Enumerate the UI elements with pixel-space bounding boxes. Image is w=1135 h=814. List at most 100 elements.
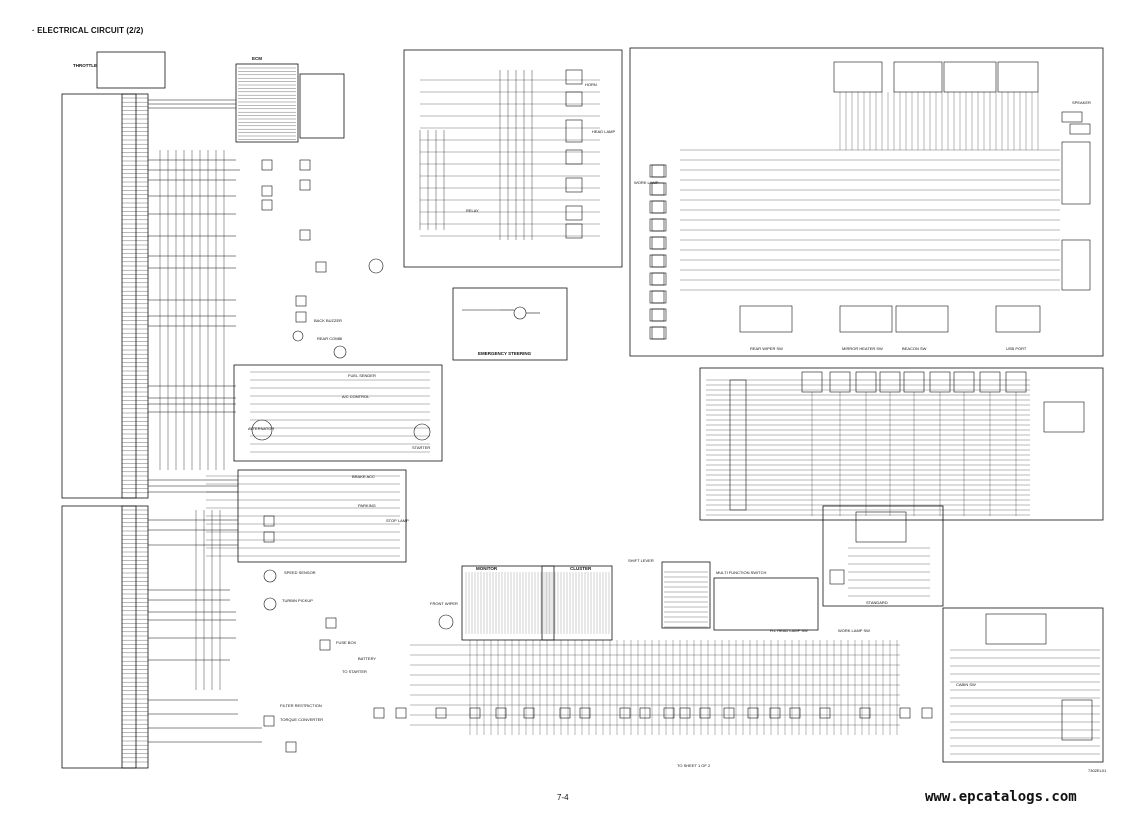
connector (997, 61, 1039, 93)
connector (1043, 401, 1085, 433)
monitor-label: MONITOR (476, 566, 498, 571)
torque-converter-label: TORQUE CONVERTER (280, 717, 323, 722)
switch-symbol (929, 371, 951, 393)
rear-combi-label: REAR COMBI (317, 336, 342, 341)
connector (699, 707, 711, 719)
connector (995, 305, 1041, 333)
horn-symbol (565, 69, 583, 85)
connector (319, 639, 331, 651)
connector (921, 707, 933, 719)
connector (639, 707, 651, 719)
switch-symbol (739, 305, 793, 333)
work-lamp-sw-label: WORK LAMP SW (838, 628, 870, 633)
sensor-symbol (263, 597, 277, 611)
connector (373, 707, 385, 719)
connector (285, 741, 297, 753)
head-lamp-sw-label: H.L HEAD LAMP SW (770, 628, 808, 633)
horn-label: HORN (585, 82, 597, 87)
switch-symbol (651, 236, 667, 250)
connector (769, 707, 781, 719)
to-starter-label: TO STARTER (342, 669, 367, 674)
starter-symbol (413, 423, 431, 441)
connector (559, 707, 571, 719)
connector (469, 707, 481, 719)
battery-label: BATTERY (358, 656, 376, 661)
connector (855, 511, 907, 543)
ac-control-label: A/C CONTROL (342, 394, 370, 399)
connector (985, 613, 1047, 645)
switch-symbol (903, 371, 925, 393)
emergency-steering-label: EMERGENCY STEERING (478, 351, 532, 356)
solenoid-symbol (368, 258, 384, 274)
connector (261, 199, 273, 211)
alternator-label: ALTERNATOR (248, 426, 274, 431)
connector (789, 707, 801, 719)
switch-symbol (651, 200, 667, 214)
switch-symbol (801, 371, 823, 393)
valve-symbol (565, 223, 583, 239)
head-lamp-label: HEAD LAMP (592, 129, 615, 134)
switch-symbol (651, 218, 667, 232)
switch-symbol (953, 371, 975, 393)
connector (729, 379, 747, 511)
doc-id: 7302EL01 (1088, 768, 1107, 773)
throttle-label: THROTTLE (73, 63, 97, 68)
connector (295, 311, 307, 323)
switch-symbol (651, 182, 667, 196)
speaker-symbol (1069, 123, 1091, 135)
connector (261, 185, 273, 197)
switch-symbol (895, 305, 949, 333)
to-sheet-label: TO SHEET 1 OF 2 (677, 763, 711, 768)
connector (295, 295, 307, 307)
fuel-sender-label: FUEL SENDER (348, 373, 376, 378)
standard-label: STANDARD (866, 600, 888, 605)
connector (299, 179, 311, 191)
relay-symbol (1061, 699, 1093, 741)
lamp-symbol (565, 177, 583, 193)
switch-symbol (893, 61, 943, 93)
connector (495, 707, 507, 719)
connector (299, 159, 311, 171)
switch-symbol (979, 371, 1001, 393)
watermark-website: www.epcatalogs.com (925, 789, 1077, 805)
connector (899, 707, 911, 719)
connector (263, 715, 275, 727)
switch-symbol (651, 326, 667, 340)
lamp-symbol (565, 149, 583, 165)
connector (395, 707, 407, 719)
usb-port-label: USB PORT (1006, 346, 1027, 351)
connector (263, 515, 275, 527)
switch-symbol (651, 308, 667, 322)
switch-symbol (651, 164, 667, 178)
shift-lever-label: SHIFT LEVER (628, 558, 654, 563)
switch-symbol (651, 290, 667, 304)
front-wiper-label: FRONT WIPER (430, 601, 458, 606)
switch-symbol (879, 371, 901, 393)
connector (859, 707, 871, 719)
switch-symbol (1005, 371, 1027, 393)
switch-symbol (855, 371, 877, 393)
connector (663, 707, 675, 719)
switch-symbol (833, 61, 883, 93)
speed-sensor-label: SPEED SENSOR (284, 570, 316, 575)
page-number: 7-4 (557, 793, 569, 802)
connector (315, 261, 327, 273)
stop-lamp-label: STOP LAMP (386, 518, 409, 523)
switch-symbol (651, 272, 667, 286)
lamp-symbol (292, 330, 304, 342)
back-buzzer-label: BACK BUZZER (314, 318, 342, 323)
mirror-heater-sw-label: MIRROR HEATER SW (842, 346, 883, 351)
connector (435, 707, 447, 719)
page-title: · ELECTRICAL CIRCUIT (2/2) (32, 26, 144, 35)
lamp-symbol (333, 345, 347, 359)
ecm-label: ECM (252, 56, 262, 61)
pump-motor-symbol (513, 306, 527, 320)
valve-symbol (565, 205, 583, 221)
connector (747, 707, 759, 719)
multi-function-switch-label: MULTI FUNCTION SWITCH (716, 570, 766, 575)
connector (1061, 239, 1091, 291)
connector (723, 707, 735, 719)
starter-label: STARTER (412, 445, 430, 450)
connector (619, 707, 631, 719)
